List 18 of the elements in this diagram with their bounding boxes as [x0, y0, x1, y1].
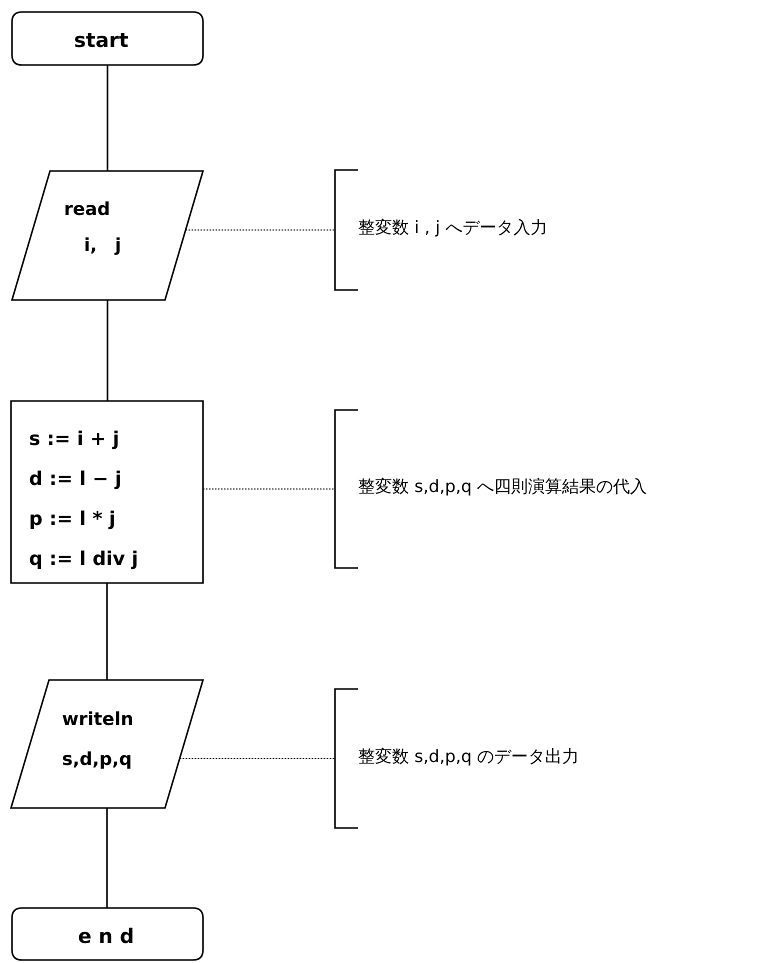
node-text: e n d: [78, 926, 134, 946]
node-text: q := l div j: [29, 550, 138, 569]
flow-line: [106, 65, 108, 171]
flow-line: [106, 300, 108, 401]
comment-text: 整変数 i , j へデータ入力: [358, 218, 548, 238]
node-text: start: [74, 30, 128, 50]
flow-line: [106, 808, 108, 908]
comment-text: 整変数 s,d,p,q へ四則演算結果の代入: [358, 477, 648, 498]
comment-text: 整変数 s,d,p,q のデータ出力: [358, 746, 580, 767]
node-text: s,d,p,q: [62, 751, 132, 769]
node-text: i, j: [84, 237, 122, 255]
flow-line: [106, 583, 108, 680]
node-text: s := i + j: [29, 430, 120, 449]
node-text: writeln: [62, 711, 134, 729]
dotted-connector: [202, 488, 336, 490]
node-text: p := l * j: [29, 510, 116, 529]
node-text: d := l − j: [29, 470, 122, 489]
node-text: read: [64, 201, 110, 219]
